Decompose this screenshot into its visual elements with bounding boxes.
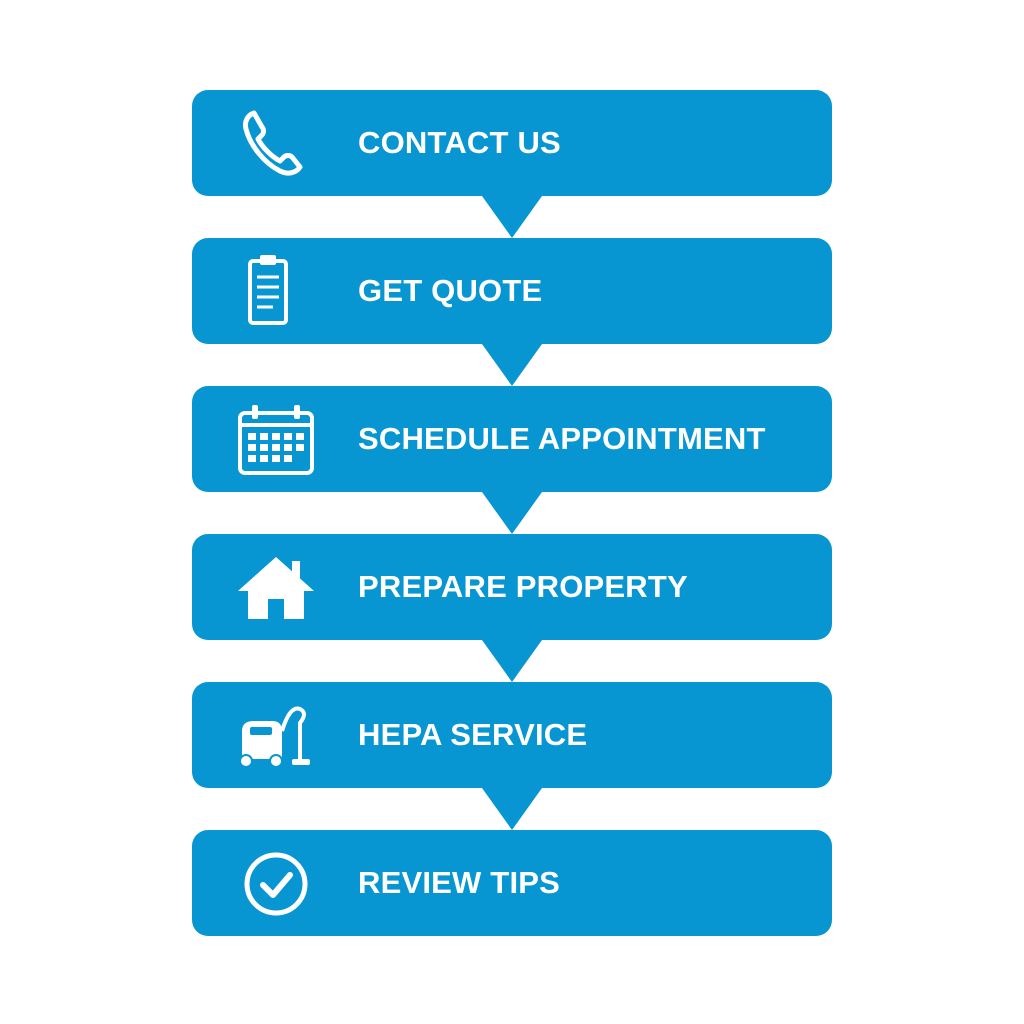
step-label: SCHEDULE APPOINTMENT (358, 421, 766, 456)
step-label: CONTACT US (358, 125, 561, 160)
step-prepare-property: PREPARE PROPERTY (192, 534, 832, 640)
vacuum-icon (230, 701, 322, 771)
step-label: PREPARE PROPERTY (358, 569, 688, 604)
down-arrow (482, 344, 542, 386)
step-label: REVIEW TIPS (358, 865, 561, 900)
clipboard-icon (230, 255, 322, 327)
step-review-tips: REVIEW TIPS (192, 830, 832, 936)
calendar-icon (230, 405, 322, 475)
down-arrow (482, 492, 542, 534)
step-label: HEPA SERVICE (358, 717, 588, 752)
step-schedule-appointment: SCHEDULE APPOINTMENT (192, 386, 832, 492)
down-arrow (482, 196, 542, 238)
down-arrow (482, 788, 542, 830)
checkmark-circle-icon (230, 849, 322, 919)
step-get-quote: GET QUOTE (192, 238, 832, 344)
step-label: GET QUOTE (358, 273, 543, 308)
phone-icon (230, 109, 322, 179)
down-arrow (482, 640, 542, 682)
step-hepa-service: HEPA SERVICE (192, 682, 832, 788)
house-icon (230, 553, 322, 623)
step-contact-us: CONTACT US (192, 90, 832, 196)
